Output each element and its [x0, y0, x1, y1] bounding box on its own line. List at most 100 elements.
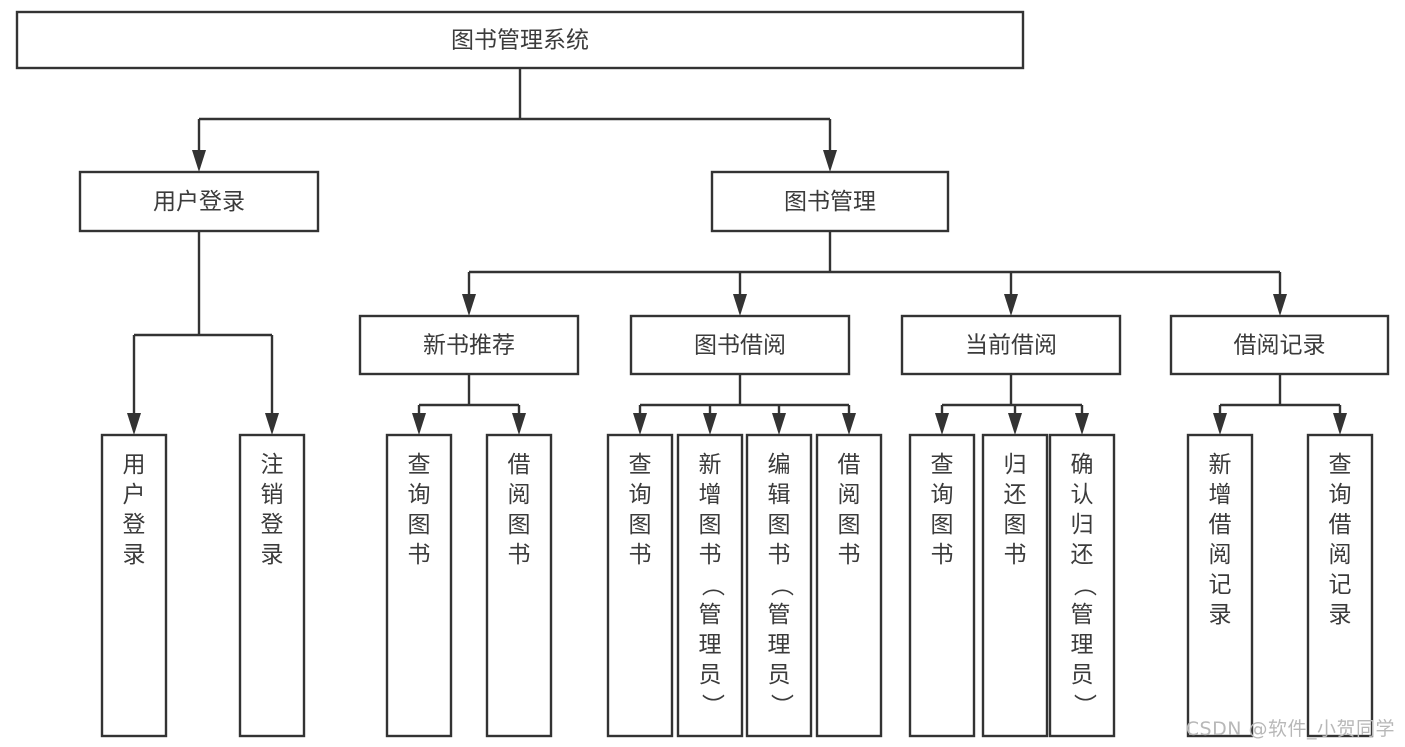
- connectors-layer: [127, 68, 1347, 435]
- node-label-char: 员: [768, 662, 791, 688]
- node-box[interactable]: [900, 314, 1122, 376]
- node-box[interactable]: [815, 433, 883, 738]
- arrow-head-icon: [733, 294, 747, 316]
- node-label-char: 询: [408, 482, 431, 508]
- node-box[interactable]: [606, 433, 674, 738]
- node-label-char: 查: [629, 452, 652, 478]
- arrow-head-icon: [462, 294, 476, 316]
- node-label-char: （: [768, 574, 794, 597]
- node-book-management[interactable]: 图书管理: [710, 170, 950, 233]
- node-borrow-record[interactable]: 借阅记录: [1169, 314, 1390, 376]
- node-box[interactable]: [385, 433, 453, 738]
- node-box[interactable]: [78, 170, 320, 233]
- node-box[interactable]: [1186, 433, 1254, 738]
- node-label-char: 书: [838, 542, 861, 568]
- node-label-char: 用: [123, 452, 146, 478]
- node-label-char: 阅: [838, 482, 861, 508]
- node-label-char: 还: [1004, 482, 1027, 508]
- node-label-char: 登: [261, 512, 284, 538]
- node-label: 图书管理: [784, 189, 876, 215]
- arrow-head-icon: [1333, 413, 1347, 435]
- node-box[interactable]: [981, 433, 1049, 738]
- node-label-char: 管: [699, 602, 722, 628]
- arrow-head-icon: [1008, 413, 1022, 435]
- node-box[interactable]: [485, 433, 553, 738]
- node-box[interactable]: [100, 433, 168, 738]
- arrow-head-icon: [772, 413, 786, 435]
- node-label-char: 图: [408, 512, 431, 538]
- arrow-head-icon: [412, 413, 426, 435]
- arrow-head-icon: [633, 413, 647, 435]
- node-label-char: 书: [931, 542, 954, 568]
- node-label-char: 书: [508, 542, 531, 568]
- node-label: 当前借阅: [965, 333, 1057, 359]
- node-label-char: 认: [1071, 482, 1094, 508]
- node-box[interactable]: [629, 314, 851, 376]
- node-label-char: 录: [123, 542, 146, 568]
- node-box[interactable]: [1048, 433, 1116, 738]
- node-book-borrow[interactable]: 图书借阅: [629, 314, 851, 376]
- node-label-char: 阅: [508, 482, 531, 508]
- connector-current-borrow: [935, 374, 1089, 435]
- node-box[interactable]: [710, 170, 950, 233]
- arrow-head-icon: [823, 150, 837, 172]
- node-label-char: 员: [699, 662, 722, 688]
- node-current-borrow[interactable]: 当前借阅: [900, 314, 1122, 376]
- node-label-char: 图: [1004, 512, 1027, 538]
- node-box[interactable]: [676, 433, 744, 738]
- node-label-char: 书: [629, 542, 652, 568]
- arrow-head-icon: [935, 413, 949, 435]
- arrow-head-icon: [127, 413, 141, 435]
- node-root[interactable]: 图书管理系统: [15, 10, 1025, 70]
- node-label-char: 图: [629, 512, 652, 538]
- node-label-char: 理: [768, 632, 791, 658]
- node-leaf-user-login[interactable]: 用户登录: [100, 433, 168, 738]
- node-label-char: 书: [768, 542, 791, 568]
- node-label-char: 录: [261, 542, 284, 568]
- node-label-char: 借: [508, 452, 531, 478]
- node-label-char: 录: [1329, 602, 1352, 628]
- node-label-char: 新: [1209, 452, 1232, 478]
- node-label-char: 询: [931, 482, 954, 508]
- node-box[interactable]: [1306, 433, 1374, 738]
- node-label-char: 查: [1329, 452, 1352, 478]
- node-box[interactable]: [358, 314, 580, 376]
- node-new-book-recommend[interactable]: 新书推荐: [358, 314, 580, 376]
- arrow-head-icon: [1213, 413, 1227, 435]
- node-label-char: 登: [123, 512, 146, 538]
- node-label-char: 图: [699, 512, 722, 538]
- arrow-head-icon: [192, 150, 206, 172]
- node-box[interactable]: [908, 433, 976, 738]
- connector-book-management: [462, 231, 1287, 316]
- node-box[interactable]: [1169, 314, 1390, 376]
- node-box[interactable]: [15, 10, 1025, 70]
- node-label-char: 管: [768, 602, 791, 628]
- node-label-char: 归: [1071, 512, 1094, 538]
- node-user-login[interactable]: 用户登录: [78, 170, 320, 233]
- node-label-char: 归: [1004, 452, 1027, 478]
- node-label-char: 辑: [768, 482, 791, 508]
- arrow-head-icon: [1004, 294, 1018, 316]
- node-label-char: 图: [931, 512, 954, 538]
- node-box[interactable]: [745, 433, 813, 738]
- node-box[interactable]: [238, 433, 306, 738]
- node-label-char: 户: [123, 482, 146, 508]
- node-label-char: 查: [931, 452, 954, 478]
- node-label-char: （: [699, 574, 725, 597]
- node-label-char: ）: [699, 694, 725, 717]
- node-label-char: 书: [408, 542, 431, 568]
- node-label: 用户登录: [153, 189, 245, 215]
